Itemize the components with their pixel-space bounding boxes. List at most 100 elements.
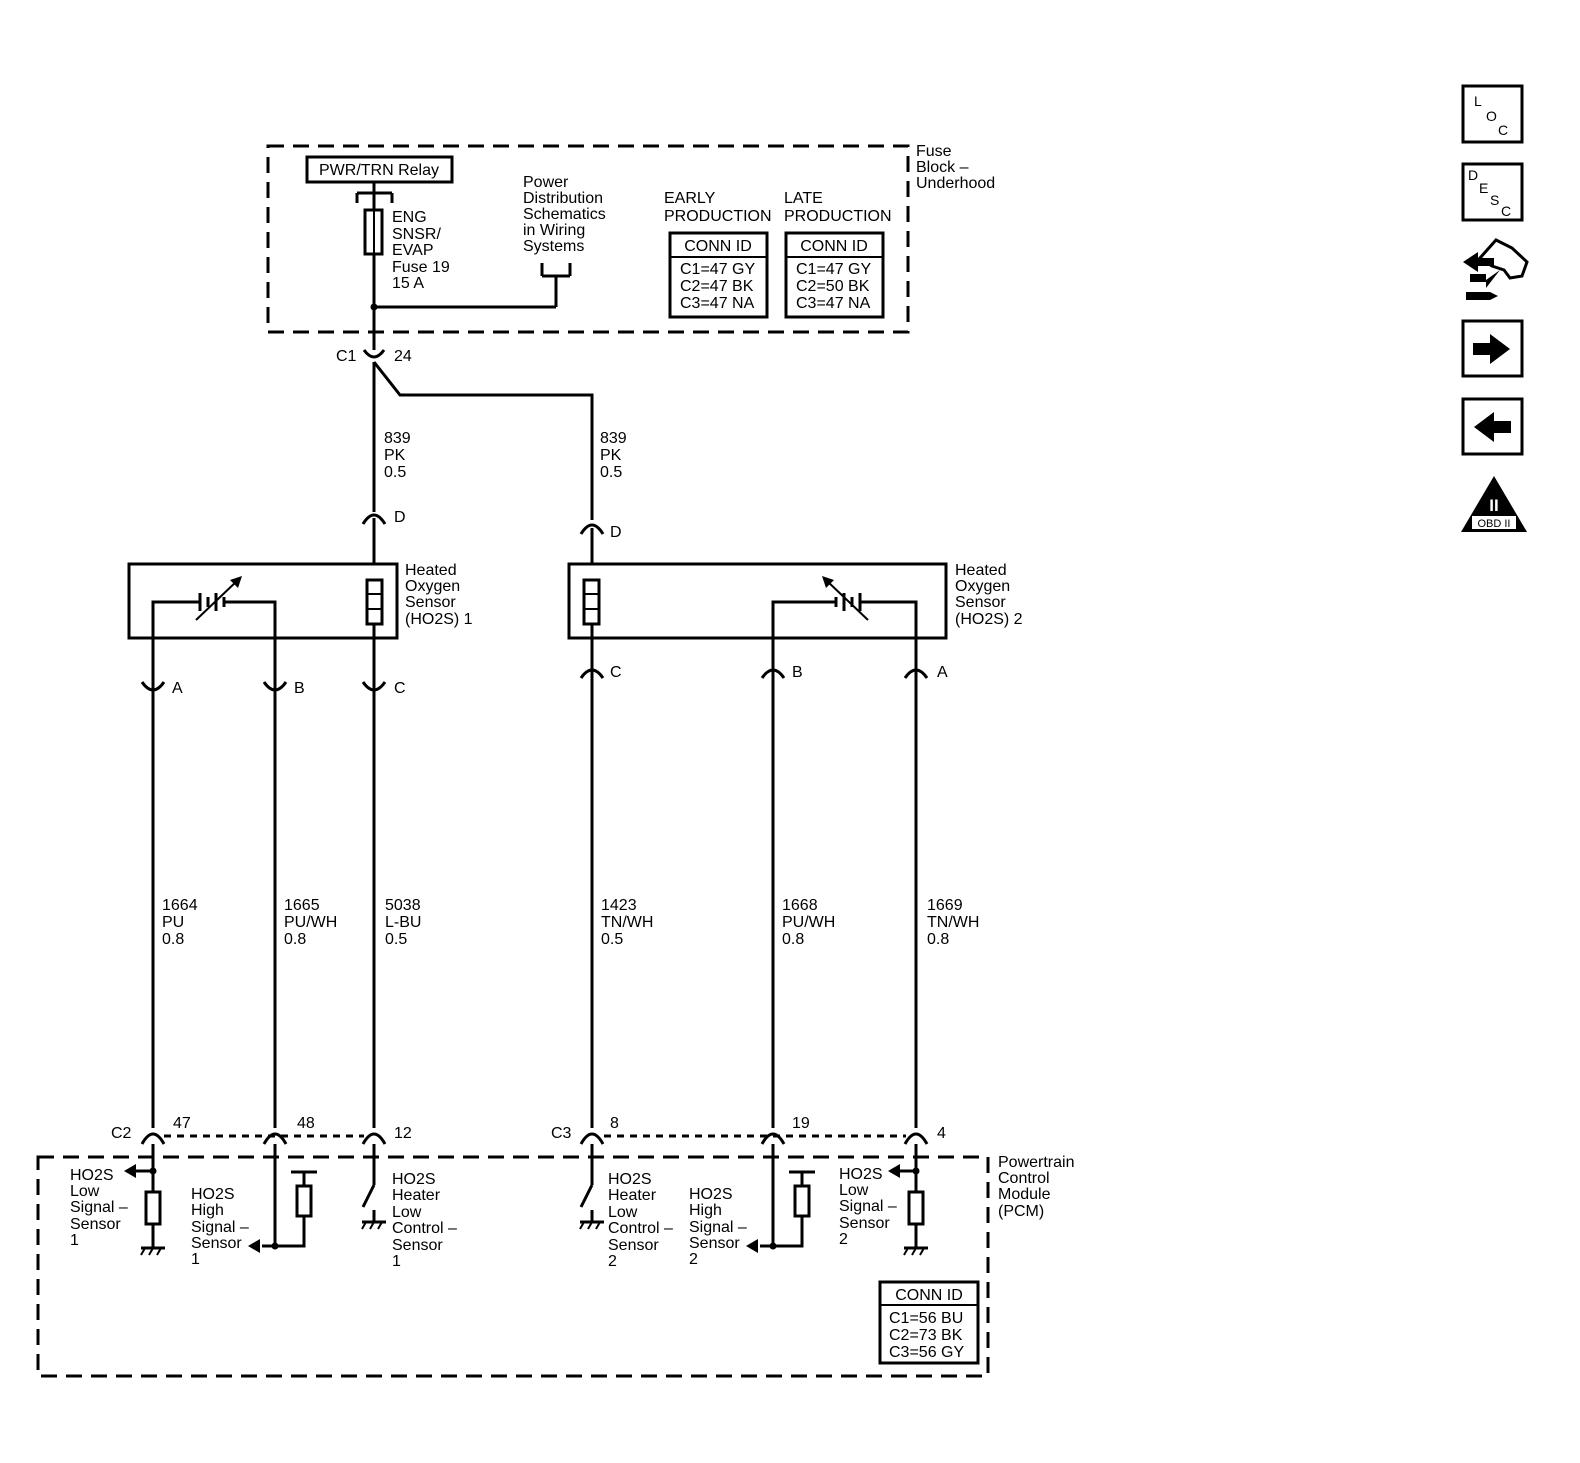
sensor-2-label-2: Oxygen bbox=[955, 578, 1010, 595]
wire-1664-circuit: 1664 bbox=[162, 897, 198, 914]
pcm-circuit-2-line-5: 1 bbox=[191, 1251, 200, 1268]
pcm-resistor-2 bbox=[295, 1184, 313, 1218]
feed-wire-2-connector: D bbox=[610, 524, 622, 541]
loc-icon-letter-l: L bbox=[1474, 93, 1482, 109]
pcm-pin-48: 48 bbox=[297, 1115, 315, 1132]
late-production-title-1: LATE bbox=[784, 190, 823, 207]
pcm-circuit-2-line-4: Sensor bbox=[191, 1235, 242, 1252]
pcm-circuit-6-line-3: Signal – bbox=[839, 1198, 897, 1215]
wire-5038-color: L-BU bbox=[385, 914, 421, 931]
obd-ii-label: OBD II bbox=[1477, 518, 1510, 530]
pcm-label-1: Powertrain bbox=[998, 1154, 1074, 1171]
wire-1668-color: PU/WH bbox=[782, 914, 835, 931]
pcm-circuit-3-line-2: Heater bbox=[392, 1187, 441, 1204]
pcm-conn-id-table bbox=[878, 1280, 980, 1365]
arrow-left-icon[interactable] bbox=[1461, 397, 1524, 456]
late-conn-c1: C1=47 GY bbox=[796, 261, 871, 278]
pcm-connector-c3-label: C3 bbox=[551, 1125, 572, 1142]
wire-1665-gauge: 0.8 bbox=[284, 931, 306, 948]
wire-1669-pin: A bbox=[937, 664, 948, 681]
sensor-1-label-4: (HO2S) 1 bbox=[405, 611, 473, 628]
pcm-circuit-5-line-2: High bbox=[689, 1202, 722, 1219]
wire-1423-pin: C bbox=[610, 664, 622, 681]
pcm-connector-c2: C2 47 48 12 bbox=[111, 1115, 412, 1145]
pcm-pin-12: 12 bbox=[394, 1125, 412, 1142]
feed-wire-1-connector: D bbox=[394, 509, 406, 526]
pcm-circuit-1-line-1: HO2S bbox=[70, 1167, 114, 1184]
fuse-block-label-2: Block – bbox=[916, 159, 969, 176]
pcm-circuit-6-line-5: 2 bbox=[839, 1231, 848, 1248]
pcm-circuit-4-line-6: 2 bbox=[608, 1253, 617, 1270]
fuse-label-3: EVAP bbox=[392, 242, 434, 259]
pcm-label-3: Module bbox=[998, 1186, 1051, 1203]
early-production-title-1: EARLY bbox=[664, 190, 716, 207]
pcm-circuit-4-line-3: Low bbox=[608, 1204, 638, 1221]
pcm-circuit-1-line-2: Low bbox=[70, 1183, 100, 1200]
pcm-resistor-1 bbox=[144, 1190, 162, 1226]
sensor-1-label-2: Oxygen bbox=[405, 578, 460, 595]
pcm-conn-id-title: CONN ID bbox=[895, 1287, 963, 1304]
wire-1423-gauge: 0.5 bbox=[601, 931, 623, 948]
pcm-connector-c2-label: C2 bbox=[111, 1125, 132, 1142]
pcm-label-4: (PCM) bbox=[998, 1203, 1044, 1220]
pcm-conn-c1: C1=56 BU bbox=[889, 1310, 963, 1327]
early-conn-id-title: CONN ID bbox=[684, 238, 752, 255]
wire-1423-circuit: 1423 bbox=[601, 897, 637, 914]
late-conn-c2: C2=50 BK bbox=[796, 278, 870, 295]
connector-wrench-icon[interactable] bbox=[1463, 238, 1529, 300]
wire-1664-color: PU bbox=[162, 914, 184, 931]
early-conn-c2: C2=47 BK bbox=[680, 278, 754, 295]
pwr-trn-relay-box bbox=[305, 155, 454, 184]
wire-1664-gauge: 0.8 bbox=[162, 931, 184, 948]
fuse-label-5: 15 A bbox=[392, 275, 424, 292]
pcm-connector-c3: C3 8 19 4 bbox=[551, 1115, 946, 1145]
loc-icon[interactable]: L O C bbox=[1461, 84, 1524, 144]
power-dist-ref-3: Schematics bbox=[523, 206, 606, 223]
pcm-circuit-6-line-1: HO2S bbox=[839, 1166, 883, 1183]
power-dist-ref-4: in Wiring bbox=[523, 222, 585, 239]
pcm-circuit-1-line-5: 1 bbox=[70, 1232, 79, 1249]
pcm-resistor-4 bbox=[907, 1190, 925, 1226]
feed-wire-2-gauge: 0.5 bbox=[600, 464, 622, 481]
pcm-pin-47: 47 bbox=[173, 1115, 191, 1132]
late-production-title-2: PRODUCTION bbox=[784, 208, 892, 225]
connector-c1-pin: 24 bbox=[394, 348, 412, 365]
powertrain-control-module: Powertrain Control Module (PCM) HO2S Low… bbox=[36, 1144, 1074, 1378]
wire-1664-pin: A bbox=[172, 680, 183, 697]
pwr-trn-relay-label: PWR/TRN Relay bbox=[319, 162, 439, 179]
wire-1668-gauge: 0.8 bbox=[782, 931, 804, 948]
wire-1669-color: TN/WH bbox=[927, 914, 979, 931]
pcm-conn-c3: C3=56 GY bbox=[889, 1344, 964, 1361]
wire-1665-pin: B bbox=[294, 680, 305, 697]
desc-icon-letter-d: D bbox=[1468, 167, 1478, 183]
pcm-circuit-3-line-6: 1 bbox=[392, 1253, 401, 1270]
late-conn-c3: C3=47 NA bbox=[796, 295, 871, 312]
feed-wire-1-gauge: 0.5 bbox=[384, 464, 406, 481]
wire-1668-circuit: 1668 bbox=[782, 897, 818, 914]
wire-5038-gauge: 0.5 bbox=[385, 931, 407, 948]
pcm-circuit-3-line-1: HO2S bbox=[392, 1171, 436, 1188]
obd-ii-icon[interactable]: II OBD II bbox=[1461, 476, 1527, 532]
wire-1423-color: TN/WH bbox=[601, 914, 653, 931]
pcm-pin-4: 4 bbox=[937, 1125, 946, 1142]
wire-1669: A 1669 TN/WH 0.8 bbox=[903, 664, 979, 1128]
power-dist-ref-2: Distribution bbox=[523, 190, 603, 207]
early-production-title-2: PRODUCTION bbox=[664, 208, 772, 225]
pcm-resistor-3 bbox=[793, 1184, 811, 1218]
pcm-circuit-2-line-1: HO2S bbox=[191, 1186, 235, 1203]
feed-wire-2-color: PK bbox=[600, 447, 622, 464]
late-conn-id-table bbox=[784, 231, 885, 319]
pcm-circuit-5-line-5: 2 bbox=[689, 1251, 698, 1268]
pcm-circuit-2-line-3: Signal – bbox=[191, 1219, 249, 1236]
arrow-right-icon[interactable] bbox=[1461, 319, 1524, 378]
pcm-circuit-3-line-5: Sensor bbox=[392, 1237, 443, 1254]
pcm-circuit-2-line-2: High bbox=[191, 1202, 224, 1219]
wire-1664: A 1664 PU 0.8 bbox=[140, 664, 198, 1128]
wire-1665: B 1665 PU/WH 0.8 bbox=[262, 664, 337, 1128]
pcm-pin-8: 8 bbox=[610, 1115, 619, 1132]
loc-icon-letter-c: C bbox=[1498, 122, 1508, 138]
sensor-1-label-1: Heated bbox=[405, 562, 457, 579]
sensor-2-heater-icon bbox=[582, 578, 601, 626]
desc-icon[interactable]: D E S C bbox=[1461, 162, 1524, 222]
